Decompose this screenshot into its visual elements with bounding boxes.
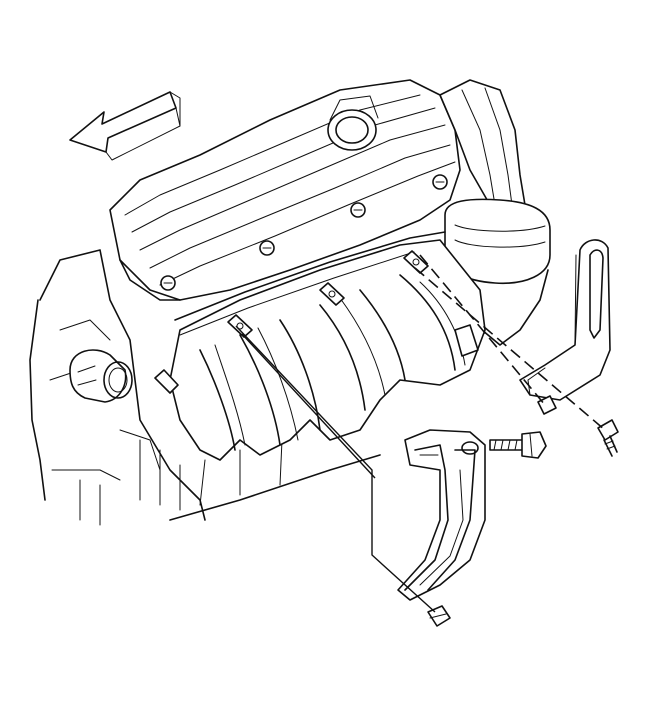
valve-cover	[109, 79, 461, 301]
leader-line	[235, 325, 436, 613]
air-intake-duct	[439, 79, 551, 346]
leader-line	[241, 333, 376, 479]
water-outlet	[69, 349, 133, 403]
bolt-icon	[489, 431, 547, 459]
engine-block	[29, 249, 381, 526]
installation-path	[419, 254, 546, 406]
exhaust-manifold	[169, 231, 486, 461]
front-bracket	[397, 429, 486, 601]
bolt-icon	[537, 395, 619, 457]
installation-path	[414, 267, 606, 431]
valve-cover-bolt	[160, 174, 448, 291]
manifold-stud	[154, 250, 429, 394]
rear-bracket	[519, 239, 611, 401]
direction-arrow-icon	[69, 91, 181, 161]
oxygen-sensor	[454, 324, 479, 357]
